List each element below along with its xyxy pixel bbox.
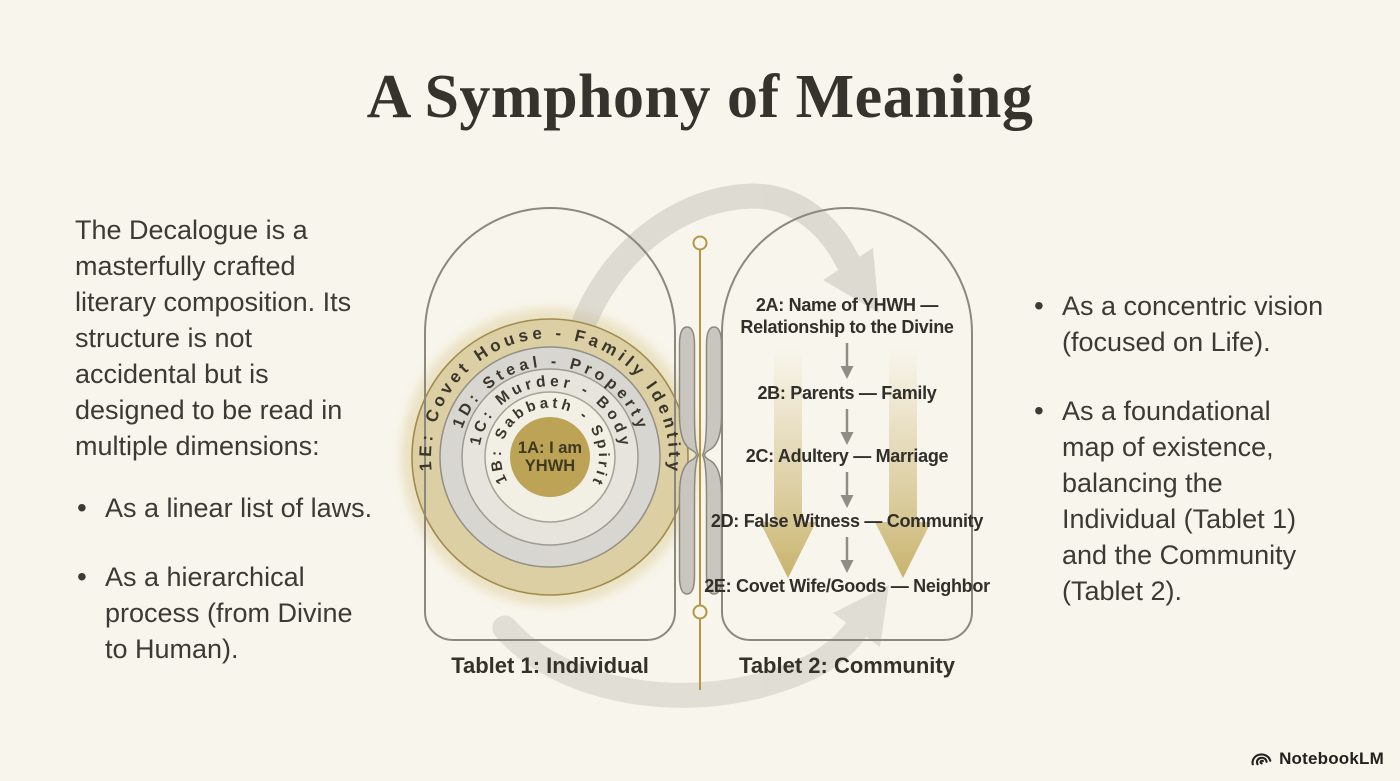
notebooklm-swirl-icon xyxy=(1251,753,1272,766)
tan-gradient-arrows xyxy=(760,348,931,578)
tablet2-outline xyxy=(721,207,973,641)
tablets-diagram: 1E: Covet House - Family Identity 1D: St… xyxy=(401,183,990,708)
gold-axis xyxy=(692,235,708,690)
item-2c: 2C: Adultery — Marriage xyxy=(746,446,949,466)
svg-text:1A: I am: 1A: I am xyxy=(518,439,582,457)
left-text-panel: The Decalogue is a masterfully crafted l… xyxy=(75,212,387,667)
center-circle-1a xyxy=(510,417,590,497)
axis-dot-top xyxy=(692,235,708,251)
axis-dot-bottom xyxy=(692,604,708,620)
binding-left xyxy=(678,326,700,595)
right-text-panel: As a concentric vision (focused on Life)… xyxy=(1032,288,1362,609)
left-bullet-linear: As a linear list of laws. xyxy=(75,490,387,526)
swirl-arrow-top xyxy=(562,183,879,363)
item-2a-line1: 2A: Name of YHWH — xyxy=(756,295,939,315)
tablet1-outline xyxy=(424,207,676,641)
center-label-1a: 1A: I am YHWH xyxy=(518,439,582,475)
item-2b: 2B: Parents — Family xyxy=(757,383,936,403)
flow-arrows xyxy=(840,343,854,573)
tablet1-caption: Tablet 1: Individual xyxy=(451,653,649,678)
left-bullet-hierarchical: As a hierarchical process (from Divine t… xyxy=(75,559,387,667)
intro-paragraph: The Decalogue is a masterfully crafted l… xyxy=(75,215,352,461)
item-2a-line2: Relationship to the Divine xyxy=(740,317,954,337)
swirl-arrow-bottom xyxy=(492,585,889,708)
notebooklm-logo-text: NotebookLM xyxy=(1279,749,1384,768)
tablet2-items: 2A: Name of YHWH — Relationship to the D… xyxy=(704,295,990,596)
item-2e: 2E: Covet Wife/Goods — Neighbor xyxy=(704,576,990,596)
tan-arrow-right xyxy=(875,348,931,578)
right-bullet-concentric: As a concentric vision (focused on Life)… xyxy=(1032,288,1362,360)
page-title: A Symphony of Meaning xyxy=(366,63,1034,131)
tablet-binding xyxy=(678,326,723,595)
right-bullet-list: As a concentric vision (focused on Life)… xyxy=(1032,288,1362,609)
concentric-rings xyxy=(411,318,689,596)
left-bullet-list: As a linear list of laws. As a hierarchi… xyxy=(75,490,387,667)
binding-right xyxy=(701,326,723,595)
right-bullet-foundational: As a foundational map of existence, bala… xyxy=(1032,393,1362,609)
notebooklm-branding: NotebookLM xyxy=(1251,749,1384,769)
tablet2-caption: Tablet 2: Community xyxy=(739,653,956,678)
item-2d: 2D: False Witness — Community xyxy=(711,511,983,531)
tan-arrow-left xyxy=(760,348,816,578)
svg-text:YHWH: YHWH xyxy=(525,457,575,475)
